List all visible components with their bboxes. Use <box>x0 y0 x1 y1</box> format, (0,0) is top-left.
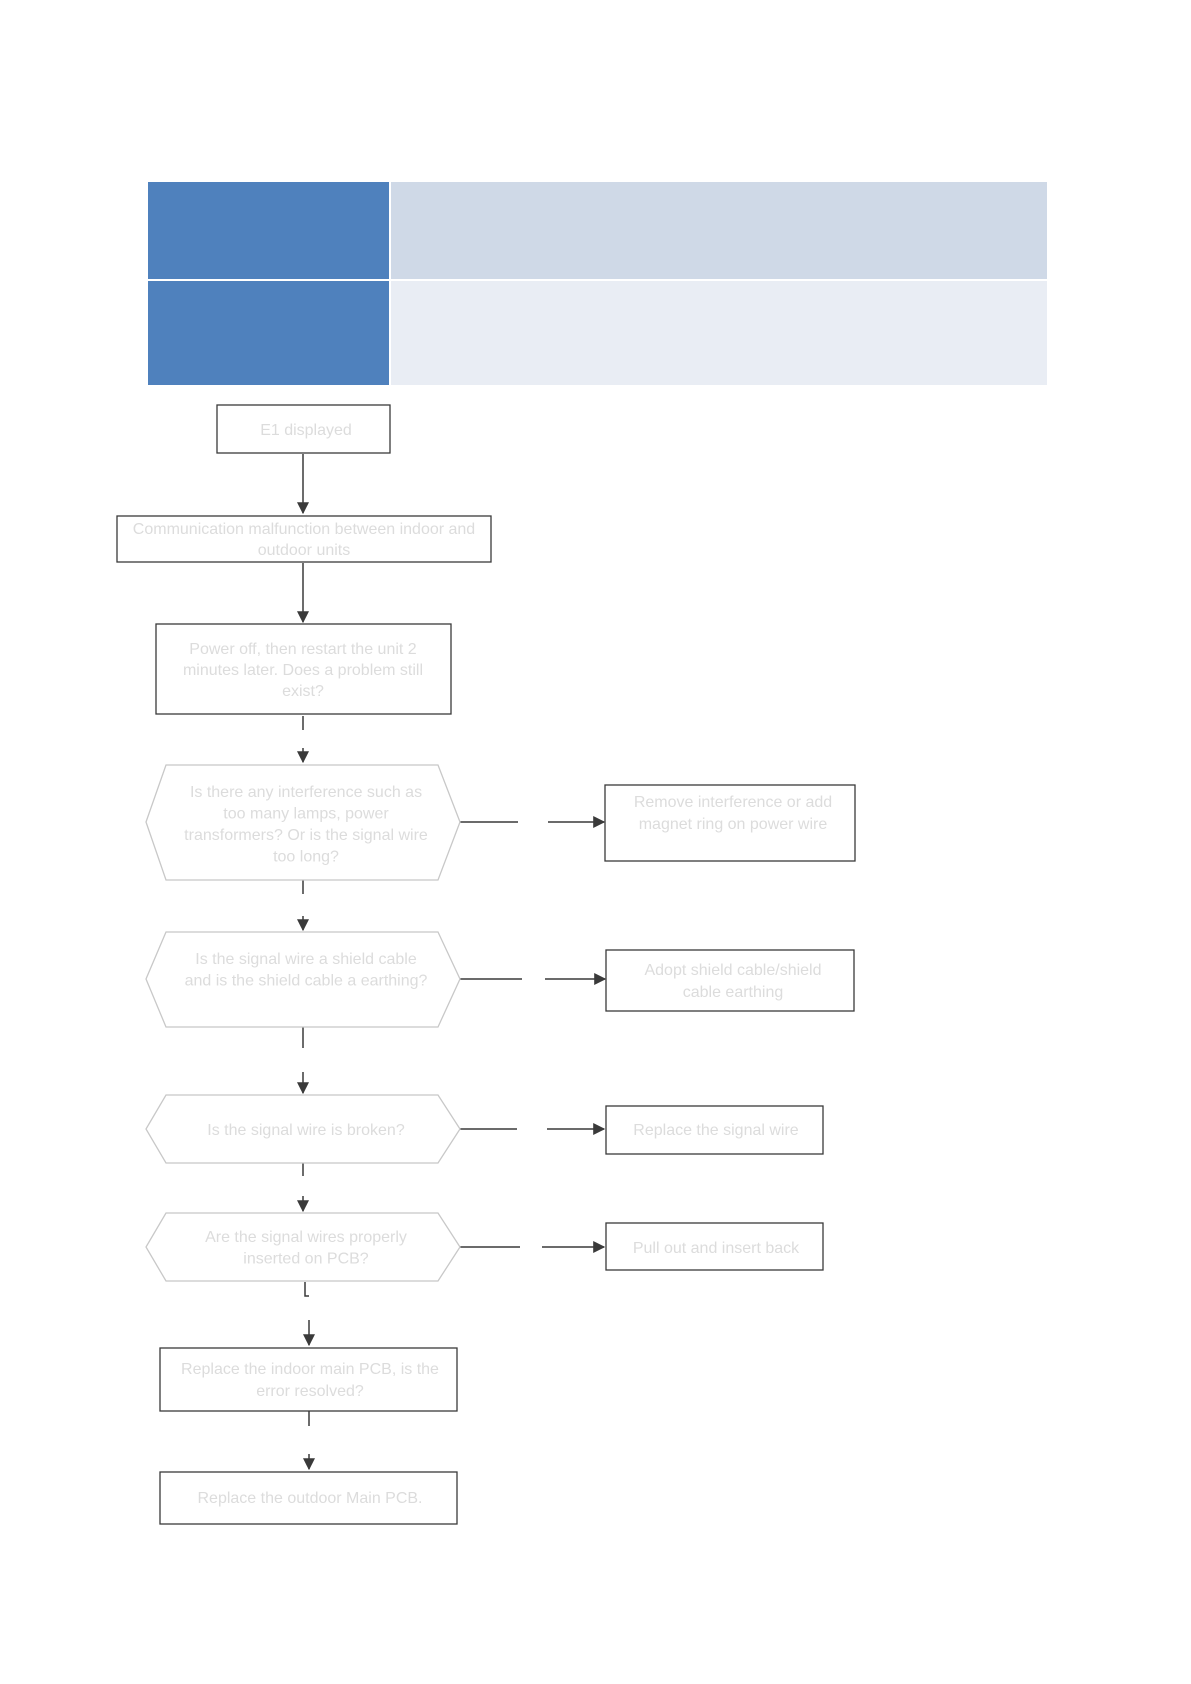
replace-outdoor-label: Replace the outdoor Main PCB. <box>197 1490 422 1507</box>
decision-3-action-box: Replace the signal wire <box>605 1105 824 1155</box>
connector-decision-4-stub <box>304 1282 309 1297</box>
header-label-cell-2 <box>148 281 389 385</box>
replace-outdoor-box: Replace the outdoor Main PCB. <box>159 1471 458 1525</box>
decision-3-action: Replace the signal wire <box>633 1122 799 1139</box>
decision-3: Is the signal wire is broken? <box>145 1094 461 1164</box>
cause-label: Communication malfunction between indoor… <box>133 521 475 559</box>
cause-box: Communication malfunction between indoor… <box>116 515 492 563</box>
header-value-cell-2 <box>391 281 1047 385</box>
decision-4-action: Pull out and insert back <box>633 1240 800 1257</box>
decision-4-action-box: Pull out and insert back <box>605 1222 824 1271</box>
start-label: E1 displayed <box>260 422 352 439</box>
header-label-cell-1 <box>148 182 389 279</box>
start-box: E1 displayed <box>216 404 391 454</box>
decision-3-question: Is the signal wire is broken? <box>207 1122 405 1139</box>
header-value-cell-1 <box>391 182 1047 279</box>
